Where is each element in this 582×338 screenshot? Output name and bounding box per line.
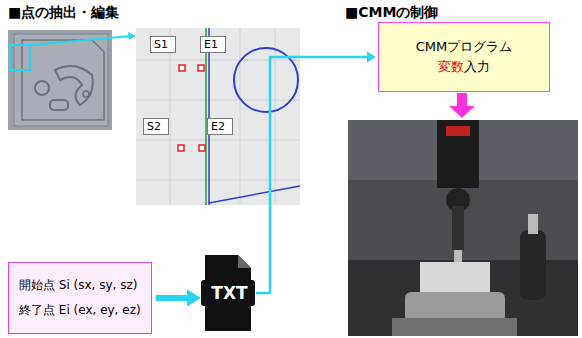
flow-arrow bbox=[256, 52, 376, 293]
point-label: E2 bbox=[207, 118, 233, 135]
box-text: 開始点 Si (sx, sy, sz) bbox=[19, 273, 141, 298]
cmm-program-box: CMMプログラム変数入力 bbox=[378, 22, 550, 92]
text-line: CMMプログラム bbox=[416, 37, 513, 57]
down-arrow bbox=[449, 93, 475, 118]
flow-arrow bbox=[156, 290, 201, 307]
box-text: 変数 bbox=[438, 59, 464, 74]
coordinate-box: 開始点 Si (sx, sy, sz)終了点 Ei (ex, ey, ez) bbox=[8, 262, 152, 334]
box-text: S1 bbox=[154, 38, 172, 51]
cmm-photo bbox=[348, 120, 578, 336]
cad-zoom bbox=[136, 28, 300, 205]
box-text: TXT bbox=[211, 283, 247, 303]
box-text: E1 bbox=[204, 38, 222, 51]
point-label: S2 bbox=[143, 118, 169, 135]
text-line: 変数入力 bbox=[438, 57, 490, 77]
zoom-leader bbox=[30, 36, 131, 45]
point-label: E1 bbox=[200, 36, 226, 53]
box-text: 入力 bbox=[464, 59, 490, 74]
zoom-arrowhead bbox=[128, 32, 136, 40]
box-text: E2 bbox=[211, 120, 229, 133]
section-heading: ■CMMの制御 bbox=[345, 4, 438, 22]
section-heading: ■点の抽出・編集 bbox=[8, 4, 119, 22]
txt-file: TXT bbox=[205, 255, 254, 331]
point-label: S1 bbox=[150, 36, 176, 53]
box-text: S2 bbox=[147, 120, 165, 133]
box-text: 終了点 Ei (ex, ey, ez) bbox=[19, 298, 141, 323]
txt-file-icon bbox=[201, 255, 255, 331]
cad-thumbnail bbox=[8, 30, 112, 130]
box-text: CMMプログラム bbox=[416, 39, 513, 54]
